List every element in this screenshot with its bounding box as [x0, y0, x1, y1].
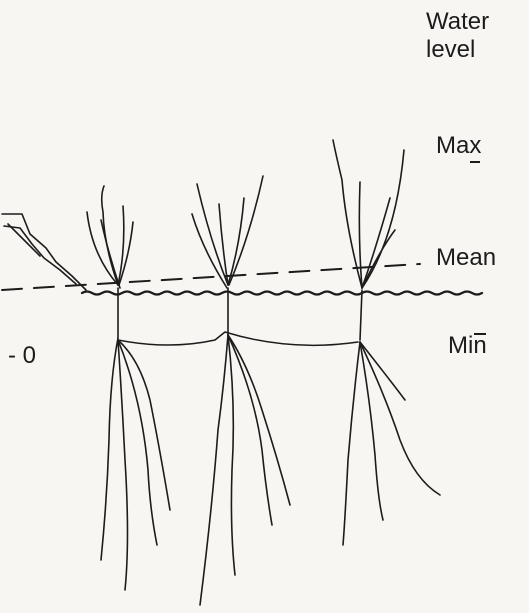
- max-level-underlined-letter: x: [469, 132, 481, 160]
- plant-2: [192, 176, 290, 605]
- max-level-label-text: Ma: [436, 132, 469, 159]
- water-level-heading: Water level: [426, 8, 489, 64]
- min-level-label: Min: [448, 332, 487, 360]
- submerged-stem-line: [118, 332, 358, 345]
- min-level-overlined-letter: n: [473, 332, 486, 360]
- bank-slope: [2, 214, 86, 290]
- max-level-label: Max: [436, 132, 481, 160]
- mean-level-label: Mean: [436, 244, 496, 272]
- water-level-heading-line2: level: [426, 36, 489, 64]
- water-surface-line: [82, 292, 482, 295]
- zero-reference-label: - 0: [8, 342, 36, 370]
- plant-1: [87, 186, 170, 590]
- min-level-label-text: Mi: [448, 332, 473, 359]
- water-level-heading-line1: Water: [426, 8, 489, 36]
